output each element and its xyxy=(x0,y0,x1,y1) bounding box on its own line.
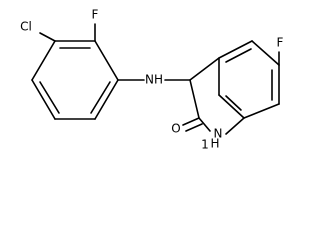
carbonyl-oxygen-label: O xyxy=(171,122,180,136)
bond-benzo-double-1 xyxy=(225,48,252,63)
lactam-nh-h-label: H xyxy=(210,137,219,151)
bond-benzo-4 xyxy=(243,103,280,119)
lactam-nh-n-label: N xyxy=(214,127,223,141)
molecule-canvas: Cl F NH F O H N 1 xyxy=(20,8,284,152)
bond-ringA-double-3 xyxy=(39,81,60,114)
bond-c2-c3 xyxy=(189,79,200,119)
bond-carbonyl-1 xyxy=(182,117,200,126)
bond-benzo-double-3 xyxy=(225,95,242,111)
molecule-structure: Cl F NH F O H N 1 xyxy=(20,8,284,152)
fluorine-right-label: F xyxy=(277,36,284,50)
benzo-ring xyxy=(218,40,280,119)
bond-benzo-1 xyxy=(218,40,253,59)
chlorofluorophenyl-ring xyxy=(31,40,119,120)
fluorine-top-label: F xyxy=(92,8,99,22)
bond-ringA-2 xyxy=(94,40,119,81)
bond-ringA-double-2 xyxy=(90,81,111,114)
amine-label: NH xyxy=(145,73,163,87)
bond-c7a-n1 xyxy=(225,117,245,135)
bond-benzo-5 xyxy=(218,94,245,119)
chlorine-label: Cl xyxy=(20,20,32,34)
bond-ringA-6 xyxy=(31,40,56,81)
bond-ringA-3 xyxy=(94,79,119,120)
lactam-ring xyxy=(189,57,245,135)
bond-benzo-2 xyxy=(251,40,280,66)
bond-ringA-5 xyxy=(31,79,56,120)
bond-c3-c3a xyxy=(189,57,220,81)
bond-ring-to-chlorine xyxy=(39,32,56,42)
bond-n1-c2 xyxy=(198,117,211,132)
bond-carbonyl-2 xyxy=(185,123,203,132)
lactam-n-locant-label: 1 xyxy=(201,138,209,152)
